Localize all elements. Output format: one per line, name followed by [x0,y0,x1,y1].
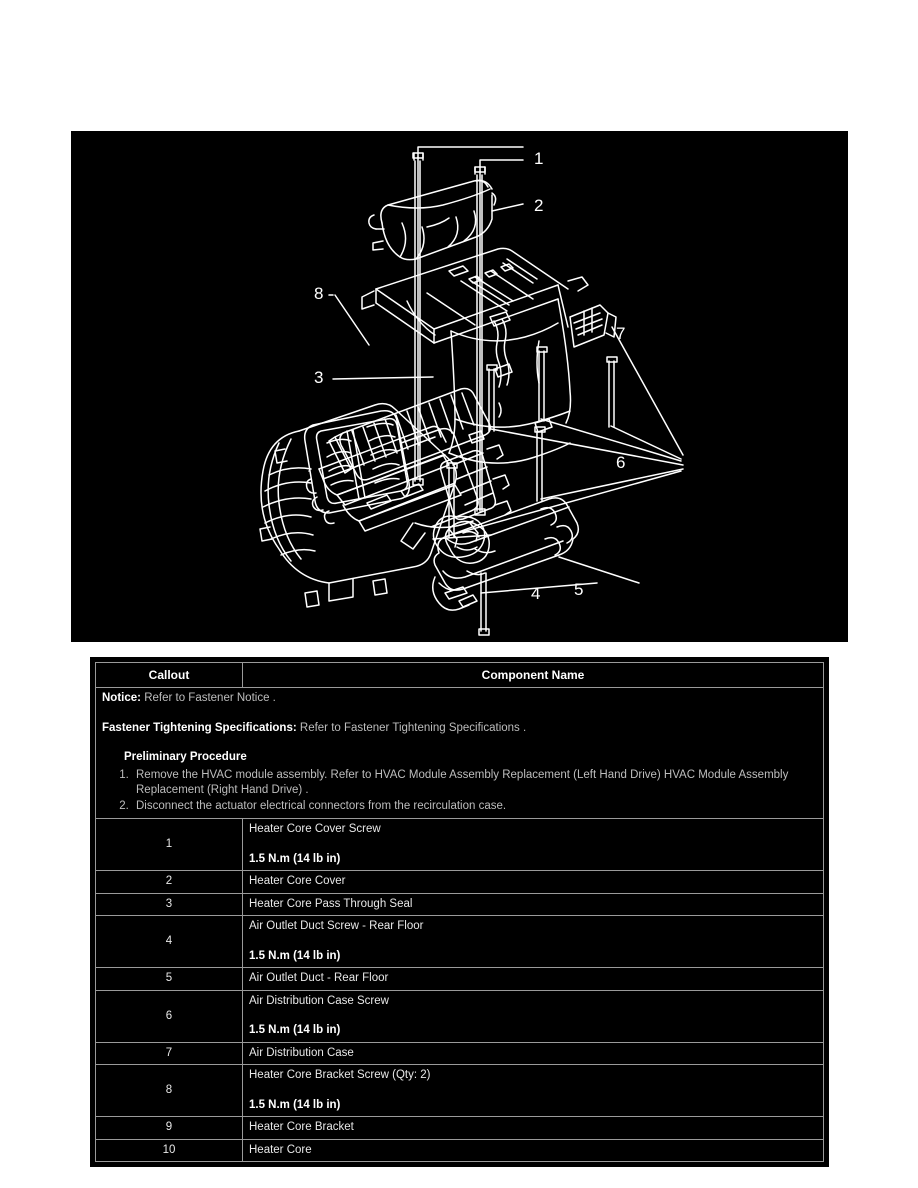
note-spacer-2 [102,739,817,750]
cell-callout: 5 [95,967,243,991]
callout-3: 3 [314,368,323,387]
component-table-container: Callout Component Name Notice: Refer to … [90,657,829,1168]
cell-callout: 2 [95,870,243,894]
fastener-spec-line: Fastener Tightening Specifications: Refe… [102,721,817,737]
torque-spec: 1.5 N.m (14 lb in) [249,949,341,962]
table-row: 9 Heater Core Bracket [95,1116,824,1140]
table-row: 8 Heater Core Bracket Screw (Qty: 2) 1.5 N… [95,1064,824,1118]
cell-component-name: Heater Core Cover [242,870,824,894]
cell-component-name: Heater Core [242,1138,824,1163]
callout-7: 7 [616,324,625,343]
note-spacer-1 [102,710,817,721]
table-row: 7 Air Distribution Case [95,1041,824,1066]
preliminary-step: Remove the HVAC module assembly. Refer t… [132,768,817,798]
torque-spec: 1.5 N.m (14 lb in) [249,852,341,865]
table-row: 2 Heater Core Cover [95,870,824,894]
table-header-row: Callout Component Name [95,661,824,689]
notice-line: Notice: Refer to Fastener Notice . [102,691,817,707]
table-row: 3 Heater Core Pass Through Seal [95,892,824,917]
cell-component-name: Air Distribution Case [242,1041,824,1066]
torque-spec: 1.5 N.m (14 lb in) [249,1024,341,1037]
cell-callout: 4 [95,915,243,969]
torque-spec: 1.5 N.m (14 lb in) [249,1098,341,1111]
table-row: 1 Heater Core Cover Screw 1.5 N.m (14 lb i… [95,818,824,872]
cell-callout: 7 [95,1041,243,1066]
component-name-text: Heater Core Cover [249,875,346,888]
callout-numbers: 1 2 8 7 3 6 4 5 [314,149,625,603]
cell-component-name: Air Outlet Duct - Rear Floor [242,967,824,991]
table-row: 6 Air Distribution Case Screw 1.5 N.m (14 … [95,989,824,1043]
component-table: Callout Component Name Notice: Refer to … [95,661,824,1163]
component-name-text: Heater Core Bracket Screw (Qty: 2) [249,1069,431,1082]
callout-1: 1 [534,149,543,168]
component-name-text: Heater Core Bracket [249,1121,354,1134]
component-name-text: Air Outlet Duct - Rear Floor [249,972,389,985]
notice-link[interactable]: Refer to Fastener Notice . [144,692,276,705]
cell-callout: 6 [95,989,243,1043]
preliminary-procedure-heading: Preliminary Procedure [124,751,247,764]
cell-callout: 9 [95,1116,243,1140]
cell-component-name: Heater Core Bracket Screw (Qty: 2) 1.5 N.… [242,1064,824,1118]
callout-6: 6 [616,453,625,472]
cell-callout: 10 [95,1138,243,1163]
component-name-text: Air Distribution Case [249,1046,354,1059]
exploded-view-illustration: 1 2 8 7 3 6 4 5 [71,131,848,642]
fastener-spec-label: Fastener Tightening Specifications: [102,721,297,734]
component-name-text: Heater Core [249,1143,312,1156]
component-name-text: Air Distribution Case Screw [249,994,389,1007]
column-header-callout: Callout [95,661,243,689]
component-name-text: Heater Core Cover Screw [249,823,381,836]
notice-label: Notice: [102,692,141,705]
table-row: 4 Air Outlet Duct Screw - Rear Floor 1.5 N… [95,915,824,969]
cell-callout: 3 [95,892,243,917]
cell-callout: 8 [95,1064,243,1118]
cell-component-name: Heater Core Pass Through Seal [242,892,824,917]
table-row: 5 Air Outlet Duct - Rear Floor [95,967,824,991]
table-row: 10 Heater Core [95,1138,824,1163]
callout-2: 2 [534,196,543,215]
component-name-text: Heater Core Pass Through Seal [249,897,413,910]
notes-row: Notice: Refer to Fastener Notice . Faste… [95,687,824,820]
callout-4: 4 [531,584,540,603]
cell-component-name: Air Outlet Duct Screw - Rear Floor 1.5 N.… [242,915,824,969]
column-header-component-name: Component Name [242,661,824,689]
component-name-text: Air Outlet Duct Screw - Rear Floor [249,920,424,933]
fastener-spec-link[interactable]: Refer to Fastener Tightening Specificati… [299,721,527,734]
cell-component-name: Heater Core Bracket [242,1116,824,1140]
preliminary-procedure-list: Remove the HVAC module assembly. Refer t… [102,768,817,815]
cell-callout: 1 [95,818,243,872]
cell-component-name: Air Distribution Case Screw 1.5 N.m (14 l… [242,989,824,1043]
table-body: Notice: Refer to Fastener Notice . Faste… [95,687,824,1163]
callout-5: 5 [574,580,583,599]
callout-8: 8 [314,284,323,303]
preliminary-step: Disconnect the actuator electrical conne… [132,799,817,814]
illustration-svg: 1 2 8 7 3 6 4 5 [259,146,684,636]
cell-component-name: Heater Core Cover Screw 1.5 N.m (14 lb in… [242,818,824,872]
notes-cell: Notice: Refer to Fastener Notice . Faste… [95,687,824,820]
